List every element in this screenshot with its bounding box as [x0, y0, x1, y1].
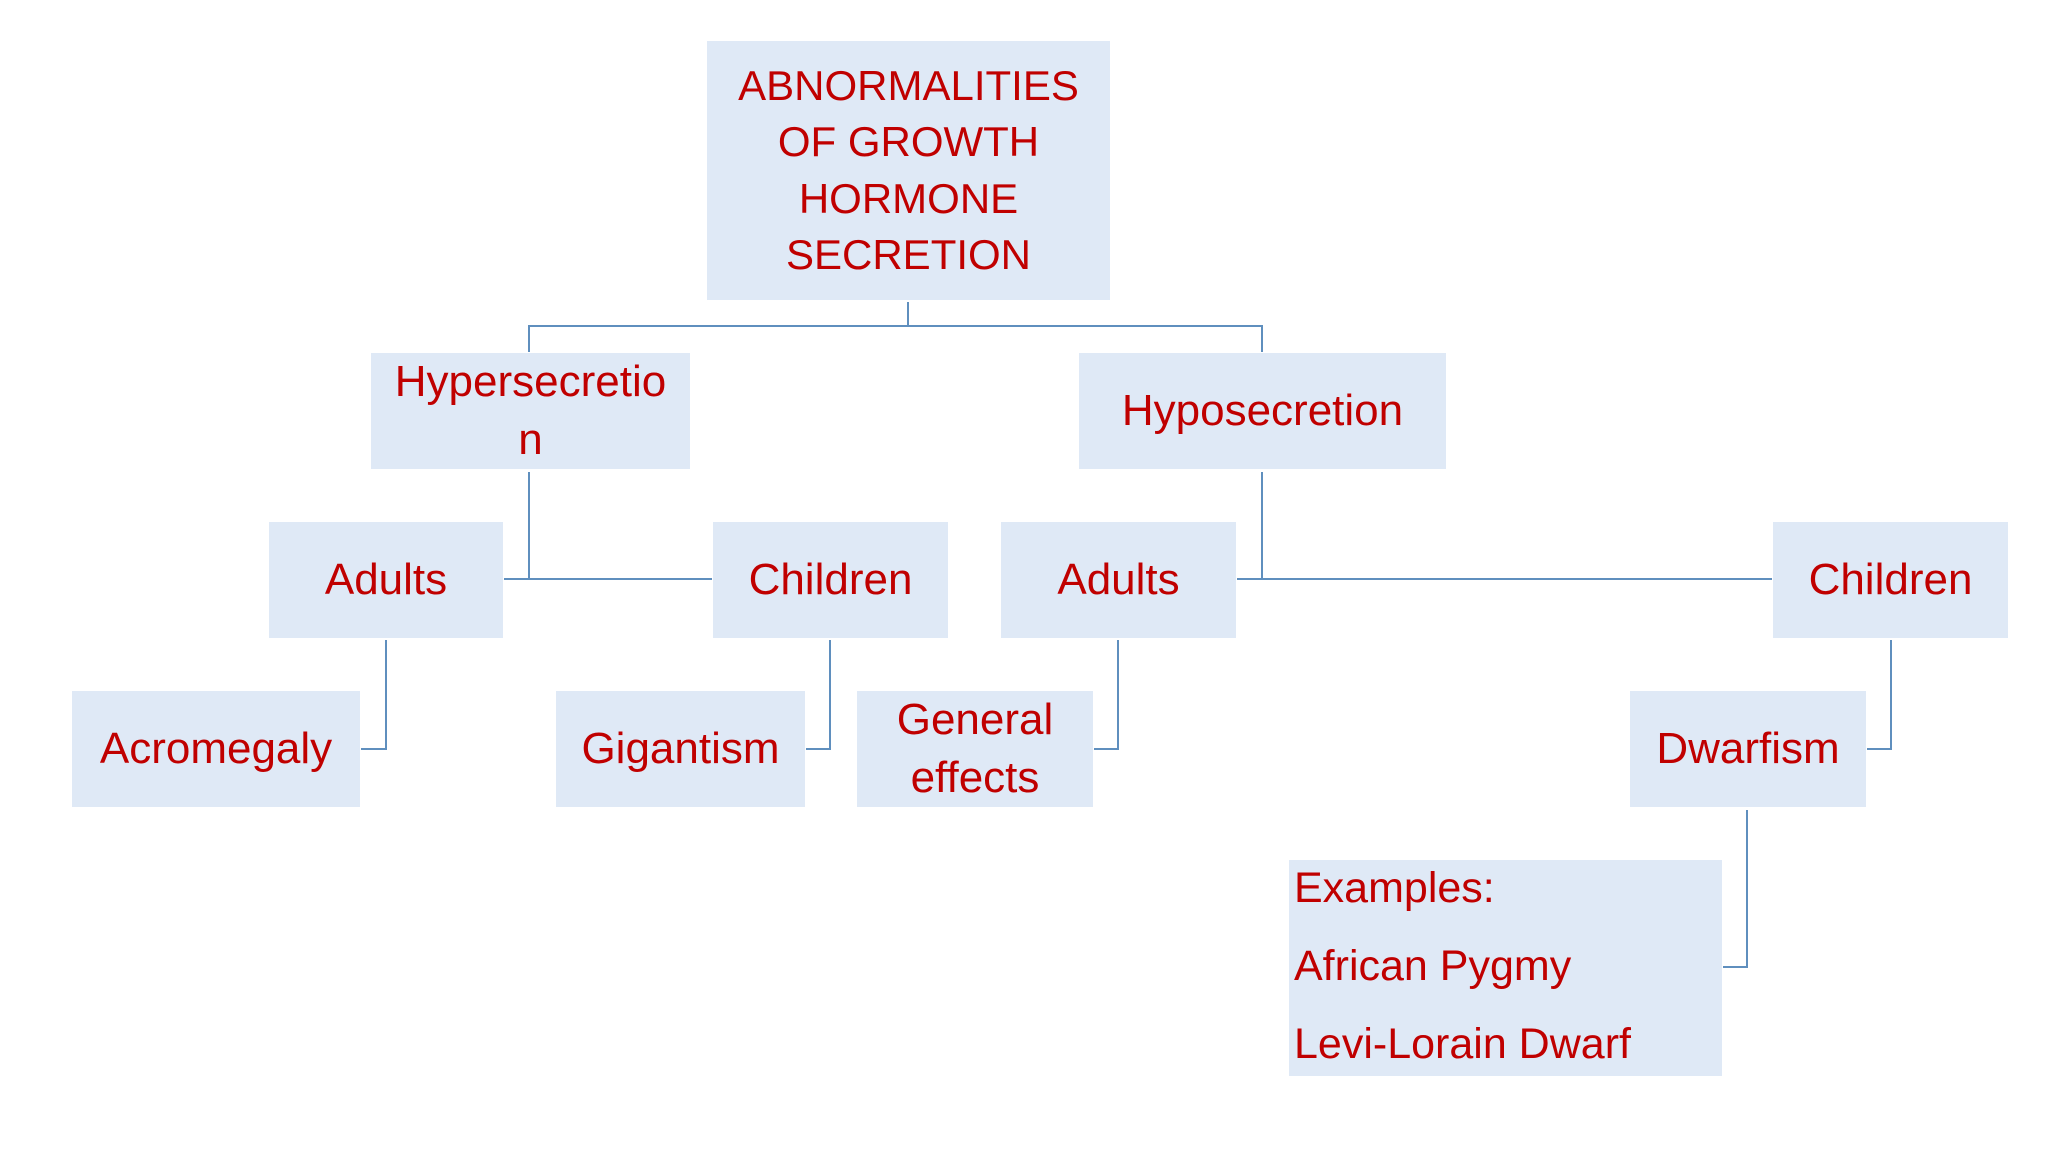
- example-african-pygmy: African Pygmy: [1294, 942, 1572, 991]
- acromegaly-label: Acromegaly: [99, 723, 333, 773]
- connector-children-dwarfism: [1867, 640, 1892, 750]
- examples-heading: Examples:: [1294, 864, 1495, 912]
- general-effects-line-2: effects: [910, 753, 1040, 802]
- connector-hyper-adults-children: [504, 472, 712, 580]
- connector-dwarfism-examples: [1723, 810, 1748, 968]
- connector-adults-general-effects: [1094, 640, 1119, 750]
- hypo-children-node: Children: [1773, 522, 2008, 638]
- hyper-children-label: Children: [748, 554, 913, 604]
- connector-root-hyper-hypo: [528, 302, 1263, 352]
- root-line-3: HORMONE: [798, 174, 1019, 222]
- hyposecretion-node: Hyposecretion: [1079, 353, 1446, 469]
- hypersecretion-node: Hypersecretio n: [371, 353, 690, 469]
- root-line-4: SECRETION: [785, 230, 1032, 278]
- connector-hypo-adults-children: [1237, 472, 1772, 580]
- hypo-children-label: Children: [1808, 554, 1973, 604]
- root-node: ABNORMALITIES OF GROWTH HORMONE SECRETIO…: [707, 41, 1110, 300]
- example-levi-lorain-dwarf: Levi-Lorain Dwarf: [1294, 1020, 1631, 1069]
- root-line-2: OF GROWTH: [777, 118, 1040, 166]
- general-effects-line-1: General: [896, 694, 1054, 744]
- root-line-1: ABNORMALITIES: [738, 61, 1079, 109]
- hypo-adults-label: Adults: [1057, 554, 1180, 604]
- gigantism-label: Gigantism: [581, 723, 780, 773]
- examples-node: Examples: African Pygmy Levi-Lorain Dwar…: [1289, 860, 1722, 1076]
- hypersecretion-line-1: Hypersecretio: [394, 356, 667, 406]
- hypersecretion-line-2: n: [518, 415, 543, 464]
- hyposecretion-label: Hyposecretion: [1121, 385, 1404, 435]
- connector-children-gigantism: [806, 640, 831, 750]
- gigantism-node: Gigantism: [556, 691, 805, 807]
- hyper-adults-label: Adults: [324, 554, 448, 604]
- hyper-adults-node: Adults: [269, 522, 503, 638]
- dwarfism-node: Dwarfism: [1630, 691, 1866, 807]
- general-effects-node: General effects: [857, 691, 1093, 807]
- acromegaly-node: Acromegaly: [72, 691, 360, 807]
- connector-adults-acromegaly: [361, 640, 387, 750]
- hypo-adults-node: Adults: [1001, 522, 1236, 638]
- dwarfism-label: Dwarfism: [1656, 723, 1840, 773]
- hyper-children-node: Children: [713, 522, 948, 638]
